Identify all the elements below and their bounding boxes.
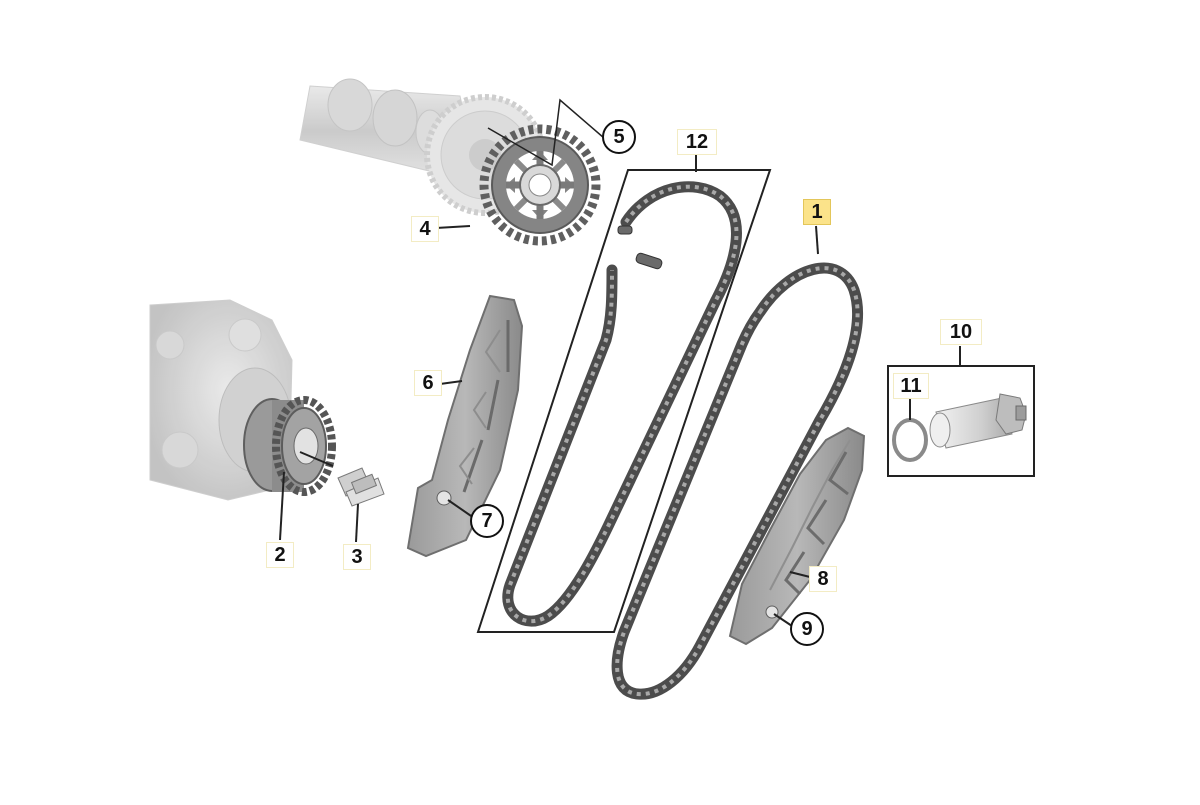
callout-1[interactable]: 1: [803, 199, 831, 225]
callout-9[interactable]: 9: [790, 612, 824, 646]
callout-4[interactable]: 4: [411, 216, 439, 242]
timing-chain: [611, 262, 863, 700]
callout-7[interactable]: 7: [470, 504, 504, 538]
callout-12[interactable]: 12: [677, 129, 717, 155]
camshaft-sprocket: [479, 124, 601, 246]
callout-8[interactable]: 8: [809, 566, 837, 592]
secondary-timing-chain: [502, 181, 742, 627]
leader-lines: [279, 98, 961, 627]
callout-3[interactable]: 3: [343, 544, 371, 570]
callout-6[interactable]: 6: [414, 370, 442, 396]
bolt: [337, 467, 385, 507]
guide-rail: [406, 294, 524, 558]
seal-ring: [892, 418, 928, 462]
crankshaft-sprocket: [243, 396, 336, 496]
chain-tensioner: [929, 393, 1027, 449]
callout-11[interactable]: 11: [893, 373, 929, 399]
chain-frame: [476, 169, 772, 633]
callout-10[interactable]: 10: [940, 319, 982, 345]
callout-5[interactable]: 5: [602, 120, 636, 154]
callout-2[interactable]: 2: [266, 542, 294, 568]
